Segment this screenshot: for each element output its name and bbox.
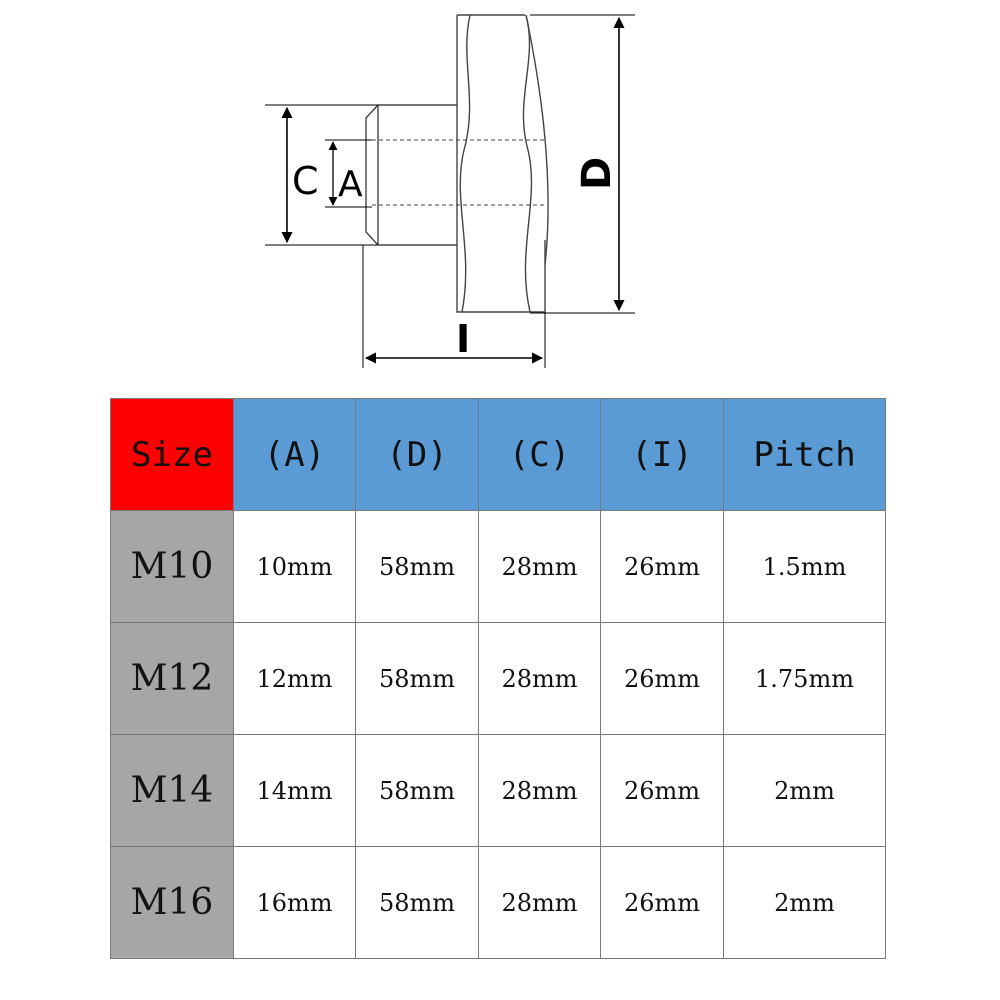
table-cell: 58mm [355, 734, 479, 847]
table-row: M12 12mm 58mm 28mm 26mm 1.75mm [110, 622, 886, 735]
table-cell: 26mm [600, 734, 724, 847]
table-cell: 58mm [355, 510, 479, 623]
table-row: M16 16mm 58mm 28mm 26mm 2mm [110, 846, 886, 959]
table-cell: 58mm [355, 622, 479, 735]
a-label: A [338, 164, 363, 205]
knob-dimension-diagram: C A D I [265, 14, 635, 368]
c-label: C [292, 159, 319, 203]
table-cell: 14mm [233, 734, 356, 847]
table-cell: 26mm [600, 510, 724, 623]
header-size: Size [110, 398, 234, 511]
table-cell: 28mm [478, 846, 601, 959]
table-cell: 26mm [600, 622, 724, 735]
table-cell: 16mm [233, 846, 356, 959]
header-i: (I) [600, 398, 724, 511]
table-cell: 10mm [233, 510, 356, 623]
table-cell: 58mm [355, 846, 479, 959]
d-label: D [574, 157, 620, 190]
table-row: M14 14mm 58mm 28mm 26mm 2mm [110, 734, 886, 847]
table-cell: 2mm [723, 734, 886, 847]
size-cell: M16 [110, 846, 234, 959]
size-cell: M12 [110, 622, 234, 735]
table-cell: 2mm [723, 846, 886, 959]
knob-neck [365, 104, 545, 246]
table-cell: 28mm [478, 510, 601, 623]
size-cell: M10 [110, 510, 234, 623]
header-a: (A) [233, 398, 356, 511]
header-d: (D) [355, 398, 479, 511]
table-cell: 28mm [478, 734, 601, 847]
table-cell: 12mm [233, 622, 356, 735]
header-pitch: Pitch [723, 398, 886, 511]
knob-head [456, 14, 549, 313]
table-cell: 26mm [600, 846, 724, 959]
table-cell: 1.5mm [723, 510, 886, 623]
header-c: (C) [478, 398, 601, 511]
table-row: M10 10mm 58mm 28mm 26mm 1.5mm [110, 510, 886, 623]
size-cell: M14 [110, 734, 234, 847]
size-spec-table: Size (A) (D) (C) (I) Pitch M10 10mm 58mm… [110, 398, 886, 959]
extension-lines [265, 14, 635, 368]
i-label: I [456, 317, 470, 361]
table-cell: 28mm [478, 622, 601, 735]
table-header-row: Size (A) (D) (C) (I) Pitch [110, 398, 886, 511]
table-cell: 1.75mm [723, 622, 886, 735]
